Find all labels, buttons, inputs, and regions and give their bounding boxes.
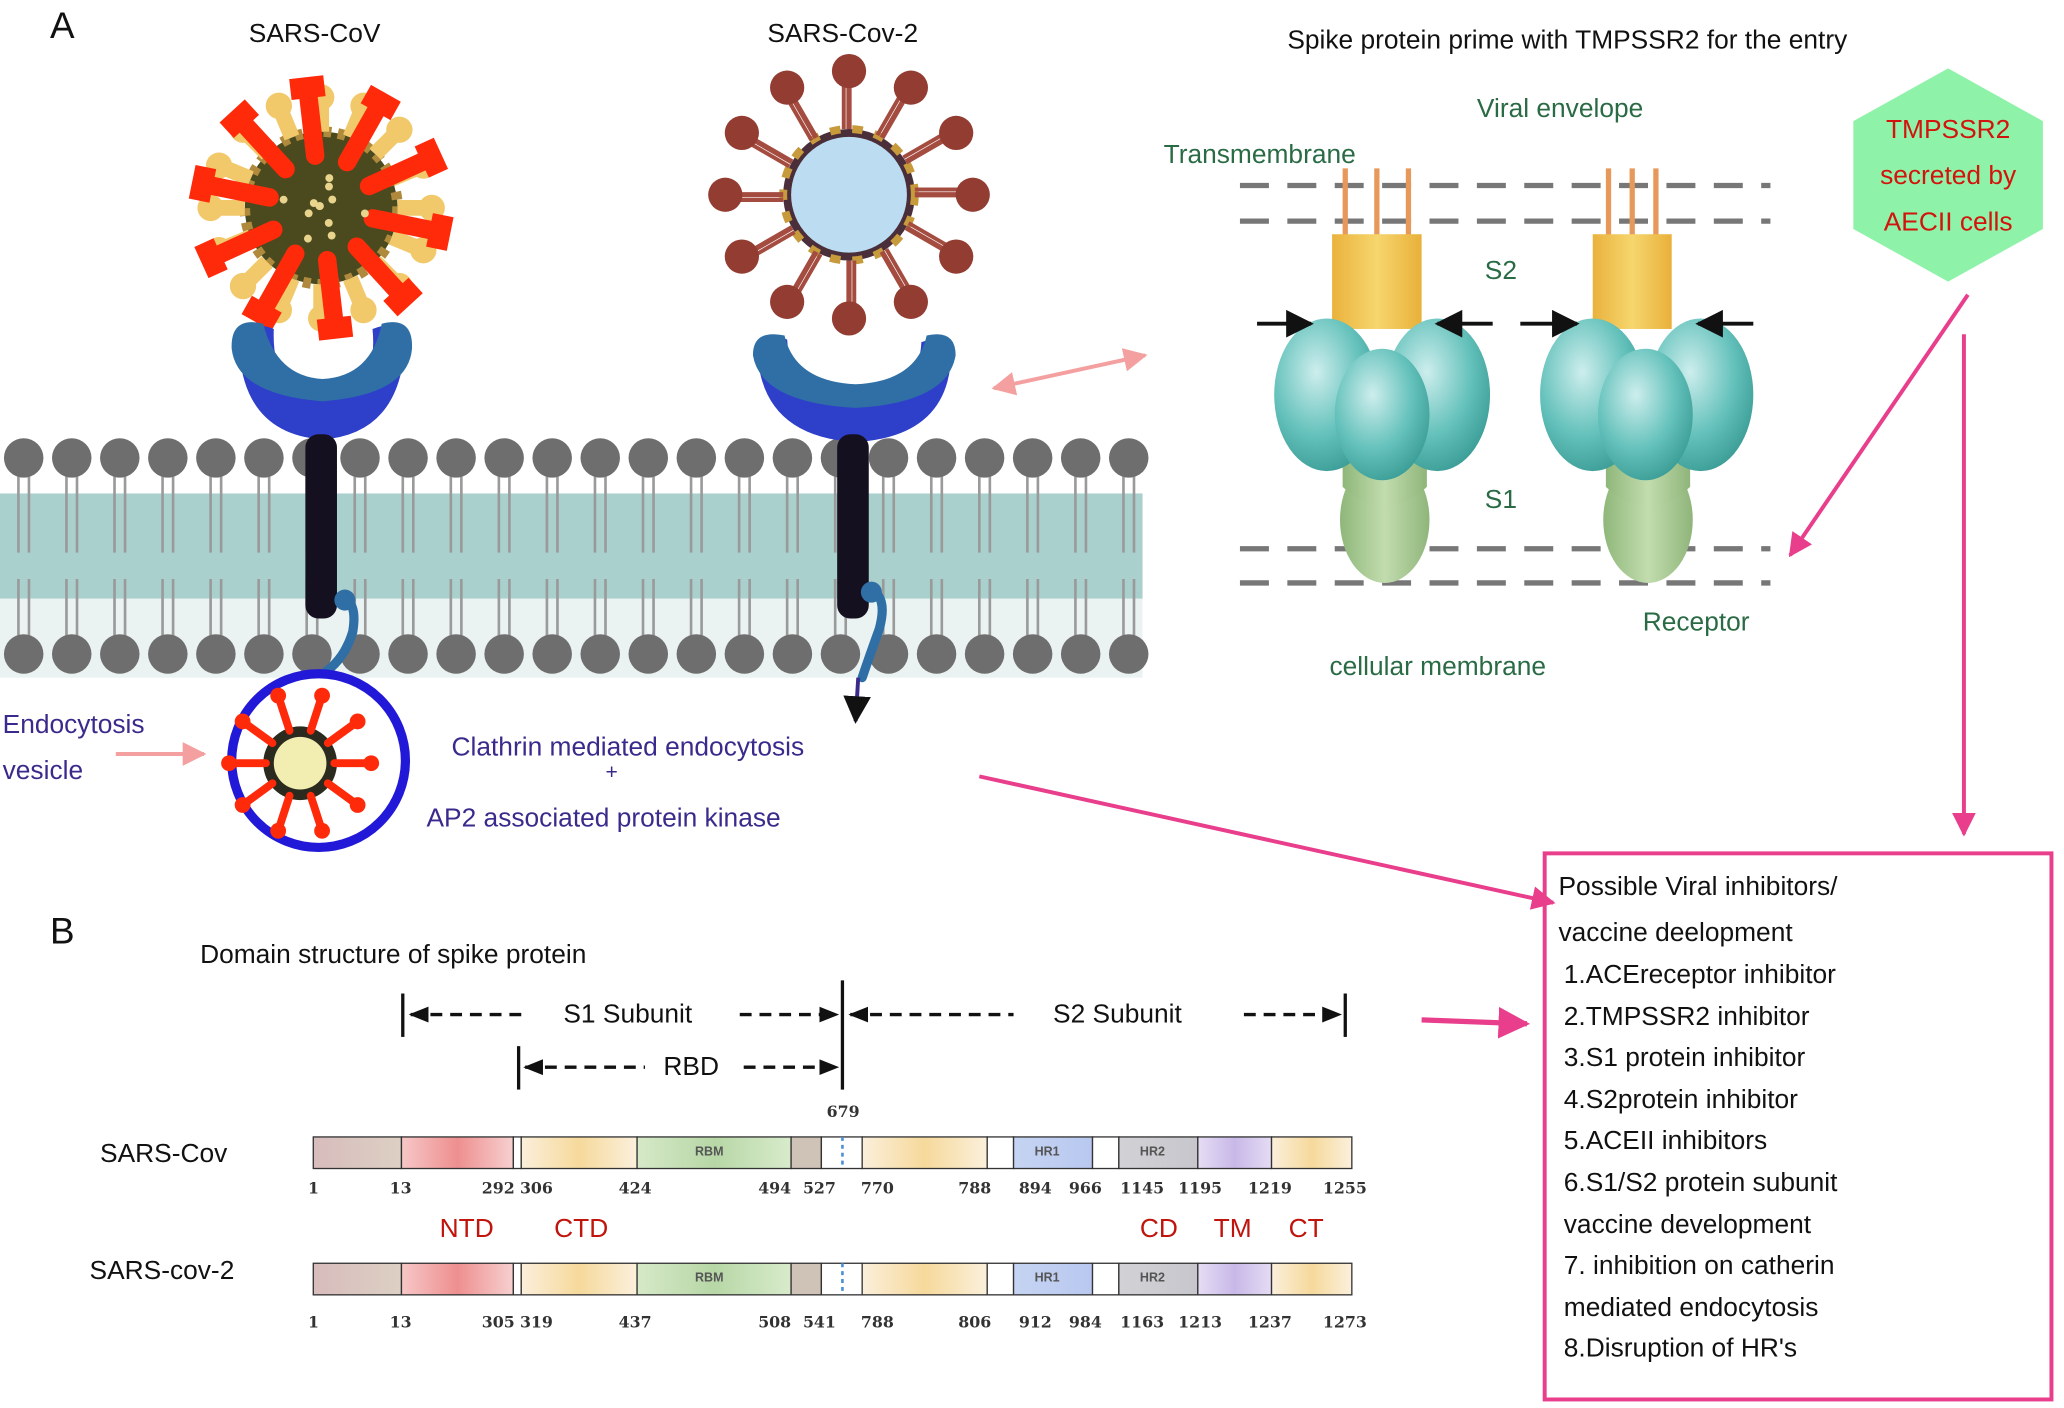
sars-cov2-title: SARS-Cov-2 — [767, 21, 918, 47]
cellular-membrane-label: cellular membrane — [1329, 654, 1546, 680]
panel-a-letter: A — [50, 8, 75, 45]
viral-envelope-label: Viral envelope — [1477, 96, 1643, 122]
position-number: 770 — [861, 1179, 894, 1197]
inhibitor-item: 5.ACEII inhibitors — [1564, 1128, 1767, 1154]
position-number: 508 — [758, 1313, 791, 1331]
position-number: 1 — [308, 1179, 319, 1197]
sars-cov2-row-label: SARS-cov-2 — [90, 1258, 235, 1284]
bar-label-hr2: HR2 — [1140, 1145, 1165, 1159]
receptor-label: Receptor — [1643, 609, 1750, 635]
position-number: 494 — [758, 1179, 791, 1197]
position-number: 541 — [803, 1313, 836, 1331]
subunit-brackets — [403, 980, 1345, 1089]
inhibitors-heading-2: vaccine deelopment — [1558, 920, 1792, 946]
position-number: 1163 — [1120, 1313, 1164, 1331]
bar-label-rbm: RBM — [695, 1271, 723, 1285]
ct-tag: CT — [1289, 1216, 1324, 1242]
inhibitor-item: 1.ACEreceptor inhibitor — [1564, 962, 1836, 988]
sars-cov2-domain-bar — [313, 1263, 1352, 1295]
position-number: 806 — [958, 1313, 991, 1331]
sars-cov-virus-icon — [189, 75, 454, 340]
inhibitor-item: 7. inhibition on catherin — [1564, 1253, 1835, 1279]
position-number: 788 — [958, 1179, 991, 1197]
inhibitor-item: 2.TMPSSR2 inhibitor — [1564, 1003, 1810, 1029]
position-number: 1273 — [1323, 1313, 1367, 1331]
position-number: 305 — [482, 1313, 515, 1331]
sars-cov2-virus-icon — [708, 54, 990, 336]
bar-label-hr1: HR1 — [1035, 1271, 1060, 1285]
panel-b-letter: B — [50, 913, 75, 950]
position-number: 1237 — [1248, 1313, 1292, 1331]
position-number: 527 — [803, 1179, 836, 1197]
inhibitor-item: 3.S1 protein inhibitor — [1564, 1045, 1805, 1071]
clathrin-label: Clathrin mediated endocytosis — [451, 734, 804, 760]
hex-line-2: secreted by — [1853, 154, 2043, 200]
position-number: 1213 — [1178, 1313, 1222, 1331]
sars-cov-row-label: SARS-Cov — [100, 1141, 227, 1167]
sars-cov-title: SARS-CoV — [249, 21, 381, 47]
position-number: 292 — [482, 1179, 515, 1197]
inhibitors-heading-1: Possible Viral inhibitors/ — [1558, 874, 1837, 900]
hex-line-1: TMPSSR2 — [1853, 108, 2043, 154]
bar-label-rbm: RBM — [695, 1145, 723, 1159]
endocytosis-label: Endocytosis — [3, 712, 145, 738]
bar-label-hr1: HR1 — [1035, 1145, 1060, 1159]
inhibitor-item: mediated endocytosis — [1564, 1295, 1819, 1321]
position-number: 984 — [1069, 1313, 1102, 1331]
domain-to-inhibitors-arrow — [1422, 1020, 1527, 1024]
plus-sign: + — [605, 763, 617, 784]
domain-structure-title: Domain structure of spike protein — [200, 942, 586, 968]
transmembrane-label: Transmembrane — [1164, 142, 1356, 168]
position-number: 1145 — [1120, 1179, 1164, 1197]
link-arrow — [994, 355, 1145, 388]
spike-inset-title: Spike protein prime with TMPSSR2 for the… — [1287, 28, 1847, 54]
position-number: 1195 — [1178, 1179, 1222, 1197]
inhibitor-item: 6.S1/S2 protein subunit — [1564, 1170, 1838, 1196]
s2-label: S2 — [1485, 258, 1517, 284]
tmpssr2-hex-label: TMPSSR2 secreted by AECII cells — [1853, 108, 2043, 246]
position-number: 13 — [390, 1313, 412, 1331]
position-number: 788 — [861, 1313, 894, 1331]
s2-subunit-label: S2 Subunit — [1053, 1001, 1182, 1027]
position-number: 912 — [1019, 1313, 1052, 1331]
ctd-tag: CTD — [554, 1216, 608, 1242]
bar-label-hr2: HR2 — [1140, 1271, 1165, 1285]
spike-protein-1-icon — [1274, 168, 1490, 583]
ap2-label: AP2 associated protein kinase — [426, 805, 780, 831]
vesicle-label: vesicle — [3, 758, 83, 784]
endocytosis-vesicle-icon — [221, 674, 405, 848]
s1-label: S1 — [1485, 487, 1517, 513]
position-number: 894 — [1019, 1179, 1052, 1197]
rbd-label: RBD — [663, 1054, 719, 1080]
position-number: 13 — [390, 1179, 412, 1197]
tmpssr2-to-receptor-arrow — [1790, 295, 1968, 556]
cleavage-site-label: 679 — [827, 1103, 860, 1121]
cd-tag: CD — [1140, 1216, 1178, 1242]
position-number: 306 — [520, 1179, 553, 1197]
position-number: 319 — [520, 1313, 553, 1331]
position-number: 1219 — [1248, 1179, 1292, 1197]
position-number: 1 — [308, 1313, 319, 1331]
sars-cov-domain-bar — [313, 1137, 1352, 1169]
tm-tag: TM — [1214, 1216, 1252, 1242]
cell-membrane — [0, 438, 1148, 677]
ntd-tag: NTD — [440, 1216, 494, 1242]
s1-subunit-label: S1 Subunit — [563, 1001, 692, 1027]
inhibitor-item: 8.Disruption of HR's — [1564, 1336, 1797, 1362]
hex-line-3: AECII cells — [1853, 200, 2043, 246]
spike-protein-2-icon — [1540, 168, 1753, 583]
inhibitor-item: vaccine development — [1564, 1211, 1811, 1237]
position-number: 437 — [619, 1313, 652, 1331]
position-number: 966 — [1069, 1179, 1102, 1197]
endocytosis-to-inhibitors-arrow — [979, 776, 1553, 902]
inhibitor-item: 4.S2protein inhibitor — [1564, 1087, 1798, 1113]
position-number: 424 — [619, 1179, 652, 1197]
position-number: 1255 — [1323, 1179, 1367, 1197]
